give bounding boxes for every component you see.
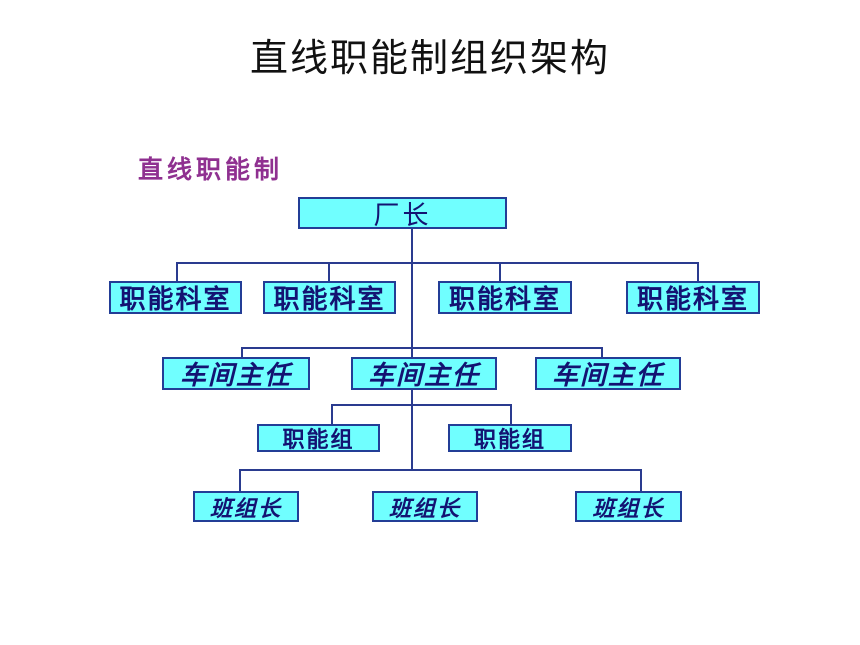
connector-level3-stub-1 xyxy=(241,347,243,357)
connector-level5-stub-3 xyxy=(640,469,642,491)
connector-center-vertical-lower xyxy=(411,390,413,471)
connector-level5-stub-1 xyxy=(239,469,241,491)
org-box-team-leader-1: 班组长 xyxy=(193,491,299,522)
org-box-workshop-director-1: 车间主任 xyxy=(162,357,310,390)
diagram-label: 直线职能制 xyxy=(138,156,284,184)
connector-level2-stub-2 xyxy=(328,262,330,281)
connector-level3-stub-3 xyxy=(601,347,603,357)
connector-level4-stub-2 xyxy=(510,404,512,424)
org-box-workshop-director-3: 车间主任 xyxy=(535,357,681,390)
org-box-functional-office-3: 职能科室 xyxy=(438,281,572,314)
connector-level3-horizontal xyxy=(241,347,603,349)
connector-level5-horizontal xyxy=(239,469,642,471)
org-box-team-leader-3: 班组长 xyxy=(575,491,682,522)
org-box-functional-office-2: 职能科室 xyxy=(263,281,396,314)
connector-level2-horizontal xyxy=(176,262,699,264)
org-box-team-leader-2: 班组长 xyxy=(372,491,478,522)
connector-level2-stub-4 xyxy=(697,262,699,281)
org-box-workshop-director-2: 车间主任 xyxy=(351,357,497,390)
org-box-functional-group-2: 职能组 xyxy=(448,424,572,452)
connector-level4-horizontal xyxy=(331,404,512,406)
connector-root-vertical xyxy=(411,229,413,357)
org-box-factory-director: 厂长 xyxy=(298,197,507,230)
page-title: 直线职能制组织架构 xyxy=(249,38,610,80)
connector-level2-stub-3 xyxy=(499,262,501,281)
org-box-functional-office-1: 职能科室 xyxy=(109,281,242,314)
org-box-functional-group-1: 职能组 xyxy=(257,424,380,452)
connector-level2-stub-1 xyxy=(176,262,178,281)
org-box-functional-office-4: 职能科室 xyxy=(626,281,760,314)
connector-level4-stub-1 xyxy=(331,404,333,424)
